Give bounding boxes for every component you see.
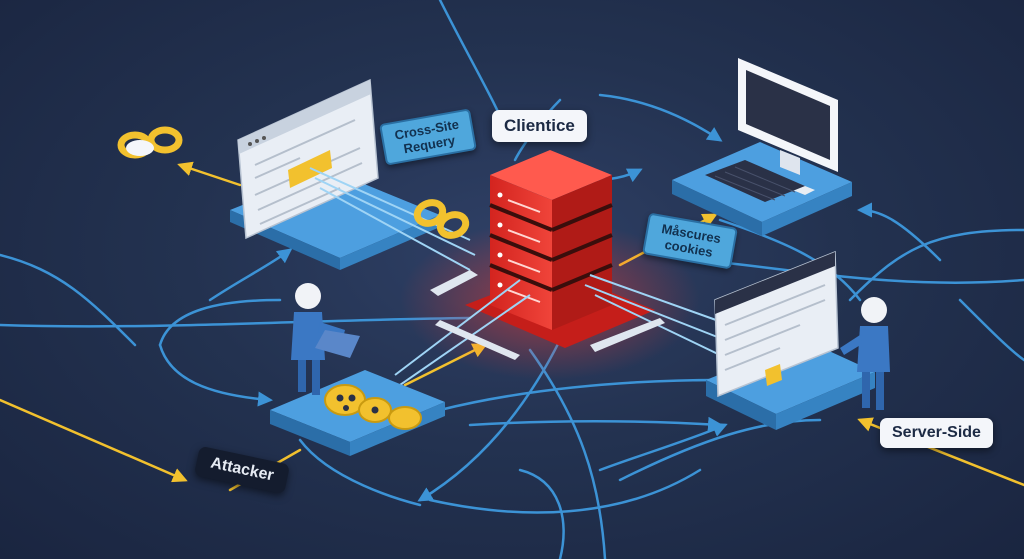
person-icon-attacker [291,283,360,395]
keyboard-icon [705,160,805,202]
connector-pads [430,270,665,360]
server-stack [465,150,655,348]
padlock-key-icon [324,384,422,430]
chain-link-icon [413,199,470,239]
person-icon-server [840,297,890,410]
browser-window-bottom-right [714,250,839,398]
beams [309,167,731,386]
server-side-label: Server-Side [880,418,993,448]
clientice-label: Clientice [492,110,587,142]
